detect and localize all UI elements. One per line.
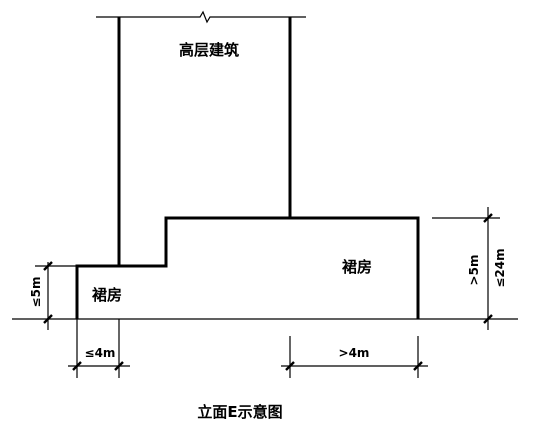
podium-left-label: 裙房	[92, 286, 122, 304]
right-height-max-label: ≤24m	[493, 248, 507, 287]
left-width-tick-left	[72, 361, 82, 371]
right-width-label: >4m	[339, 346, 370, 360]
left-width-tick-right	[114, 361, 124, 371]
podium-right-label: 裙房	[342, 258, 372, 276]
right-width-tick-left	[285, 361, 295, 371]
break-line	[96, 10, 306, 24]
left-height-tick-bottom	[43, 314, 53, 324]
podium-outline	[75, 216, 420, 319]
left-height-tick-top	[43, 261, 53, 271]
right-width-tick-right	[413, 361, 423, 371]
left-height-label: ≤5m	[29, 277, 43, 308]
right-height-min-label: >5m	[467, 255, 481, 286]
right-height-tick-bottom	[483, 314, 493, 324]
left-width-label: ≤4m	[85, 346, 116, 360]
tower-label: 高层建筑	[179, 41, 239, 59]
figure-caption: 立面E示意图	[197, 403, 282, 421]
right-height-tick-top	[483, 213, 493, 223]
